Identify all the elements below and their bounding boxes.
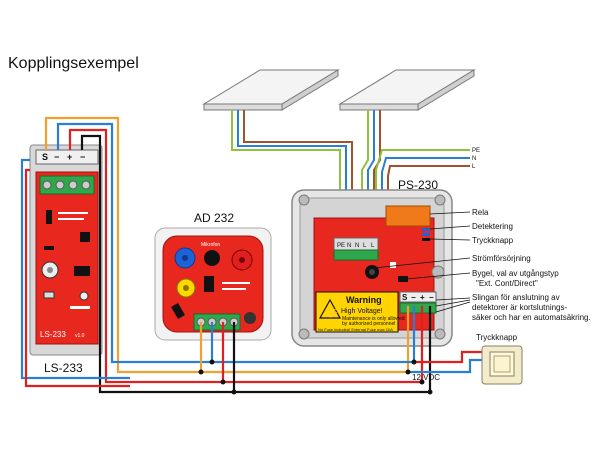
annotation-detektering: Detektering	[472, 222, 513, 231]
annotation-slingan-2: detektorer är kortslutnings-	[472, 303, 567, 312]
ps230-term-plus: +	[420, 293, 425, 302]
mains-label-pe: PE	[472, 148, 480, 154]
ps230-term-l2: L	[371, 243, 375, 249]
mains-label-n: N	[472, 156, 476, 162]
annotation-stromforsorjning: Strömförsörjning	[472, 254, 531, 263]
ceiling-light-right	[338, 69, 476, 111]
annotation-slingan-1: Slingan för anslutning av	[472, 293, 560, 302]
warning-bolt-icon: ⚡	[328, 307, 339, 319]
ps230-term-minus2: −	[429, 293, 434, 302]
ad232-label: AD 232	[194, 211, 234, 225]
annotation-rela: Rela	[472, 208, 489, 217]
ls233-device: S − + − LS-233 v1.0	[29, 144, 103, 356]
annotation-tryckknapp: Tryckknapp	[472, 236, 514, 245]
ps230-warning-label: ⚡ Warning High Voltage! Maintenance is o…	[315, 291, 405, 333]
ps230-term-l1: L	[363, 243, 367, 249]
voltage-label: 12 VDC	[412, 373, 440, 382]
ls233-term-s: S	[42, 152, 48, 162]
ls233-board-text: LS-233	[40, 330, 66, 339]
ad232-mic-label: Mikrofon	[201, 242, 220, 248]
ps230-term-n2: N	[355, 243, 359, 249]
annotation-bygel-1: Bygel, val av utgångstyp	[472, 269, 559, 278]
ps230-term-pe: PE	[337, 243, 345, 249]
light-wires	[231, 110, 381, 190]
ps230-label: PS-230	[398, 178, 438, 192]
warning-line3: No Fuse included! External Fuse max 10A	[318, 327, 393, 332]
push-button-label: Tryckknapp	[476, 333, 518, 342]
ceiling-light-left	[202, 69, 340, 111]
ls233-term-minus2: −	[80, 152, 85, 162]
annotation-leaders	[373, 211, 471, 313]
ls233-version: v1.0	[75, 333, 85, 339]
ad232-device: Mikrofon	[154, 227, 272, 341]
warning-line1: Maintenance is only allowed	[342, 316, 405, 322]
mains-label-l: L	[472, 164, 476, 170]
annotation-bygel-2: "Ext. Cont/Direct"	[476, 279, 538, 288]
push-button-device	[481, 345, 523, 385]
page-title: Kopplingsexempel	[8, 55, 139, 72]
warning-title: Warning	[346, 295, 382, 305]
ps230-device: PE N N L L S − + − ⚡ Warning High Voltag…	[291, 189, 453, 347]
bus-wires	[20, 116, 492, 394]
ls233-label: LS-233	[44, 361, 83, 375]
ls233-term-minus1: −	[54, 152, 59, 162]
junction-dots	[198, 359, 433, 395]
ps230-term-n1: N	[347, 243, 351, 249]
annotation-slingan-3: säker och har en automatsäkring.	[472, 313, 591, 322]
ls233-term-plus: +	[67, 152, 72, 162]
ps230-term-minus1: −	[411, 293, 416, 302]
mains-wires	[375, 149, 470, 190]
warning-subtitle: High Voltage!	[341, 308, 383, 315]
warning-line2: by authorized personnel	[342, 321, 395, 327]
ps230-term-s: S	[402, 293, 408, 302]
